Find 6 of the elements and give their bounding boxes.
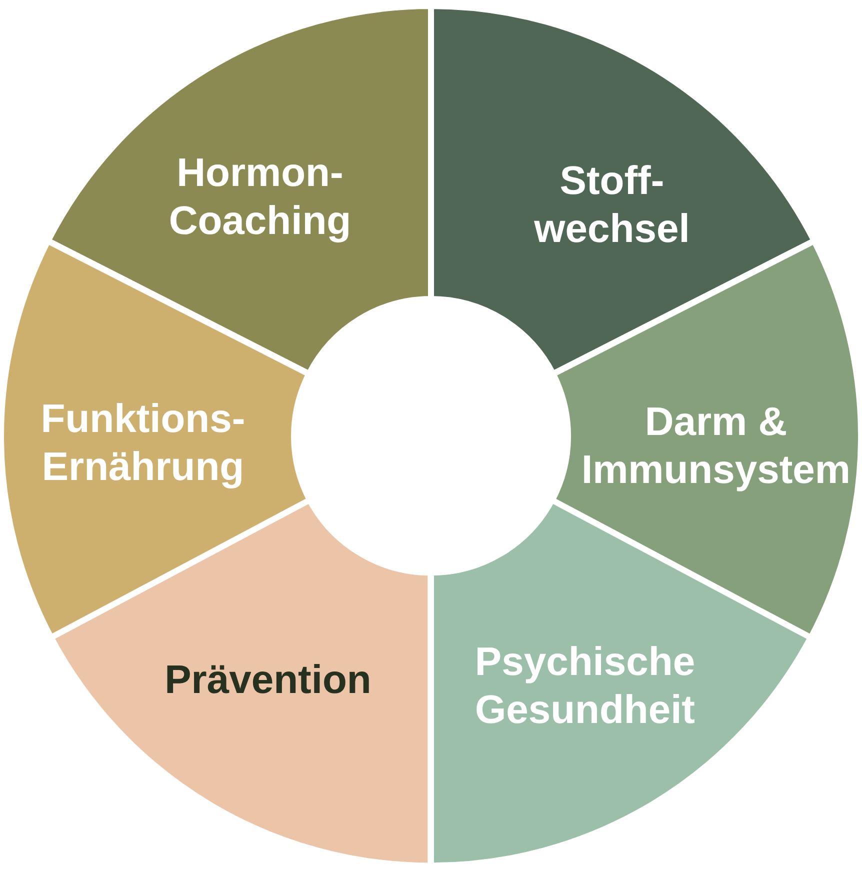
segment-label: Funktions- Ernährung (40, 396, 246, 491)
segment-label: Darm & Immunsystem (580, 398, 852, 494)
segment-label: Hormon- Coaching (168, 150, 352, 245)
segment-label: Psychische Gesundheit (474, 638, 696, 734)
segment-label: Prävention (164, 656, 372, 704)
segment-label: Stoff- wechsel (533, 158, 691, 253)
